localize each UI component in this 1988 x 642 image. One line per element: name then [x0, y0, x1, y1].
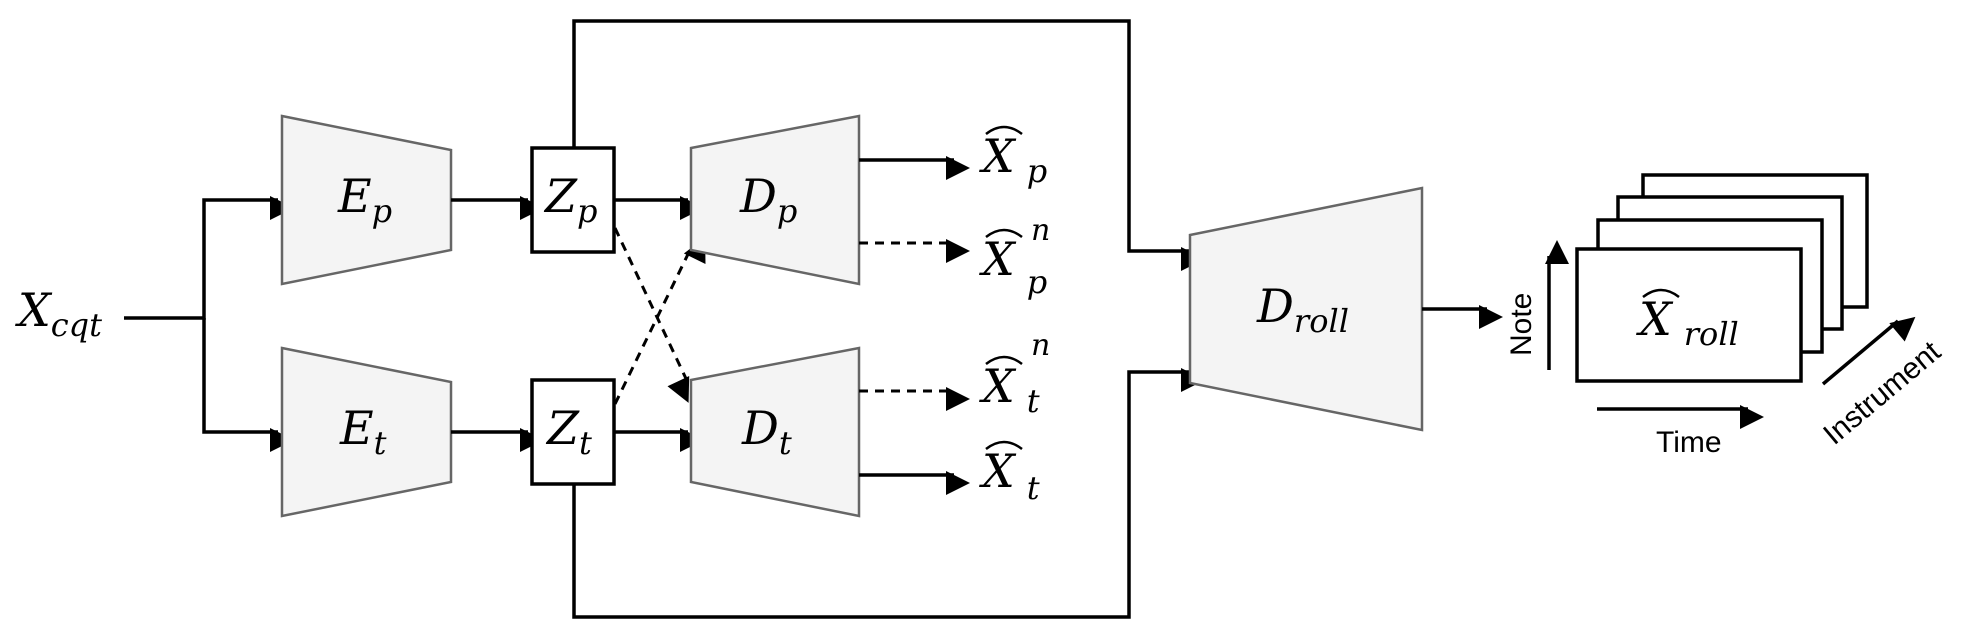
hat-icon: [985, 355, 1023, 366]
svg-text:n: n: [1031, 328, 1050, 363]
svg-text:Xt: Xt: [979, 359, 1040, 420]
svg-text:n: n: [1031, 213, 1050, 248]
decoder-roll-block: Droll: [1188, 186, 1424, 432]
hat-icon: [1642, 288, 1680, 299]
time-axis-label: Time: [1656, 426, 1722, 459]
note-axis-label: Note: [1505, 293, 1538, 356]
zp-to-dt-dashed-arrow: [613, 227, 691, 403]
input-to-ep-arrow: [124, 196, 294, 320]
svg-text:Xp: Xp: [979, 129, 1047, 190]
encoder-p-block: Ep: [280, 114, 453, 286]
hat-icon: [985, 125, 1023, 136]
latent-zt-label: Zt: [545, 401, 592, 462]
instrument-axis-label: Instrument: [1817, 335, 1947, 452]
roll-sheet-front: [1575, 247, 1803, 383]
decoder-roll-label: Droll: [1256, 279, 1349, 340]
svg-text:Xp: Xp: [979, 232, 1047, 301]
hat-icon: [985, 228, 1023, 239]
latent-zp-label: Zp: [543, 169, 597, 230]
latent-zp-box: Zp: [530, 146, 616, 254]
input-to-et-arrow: [202, 318, 294, 452]
decoder-t-label: Dt: [741, 401, 792, 462]
encoder-t-block: Et: [280, 346, 453, 518]
encoder-t-label: Et: [339, 401, 387, 462]
zt-to-droll-arrow: [572, 368, 1205, 619]
decoder-p-label: Dp: [739, 169, 797, 230]
roll-stack: [1575, 173, 1869, 383]
decoder-p-block: Dp: [689, 114, 861, 286]
latent-zt-box: Zt: [530, 378, 616, 486]
zt-to-dp-dashed-arrow: [613, 237, 706, 405]
hat-icon: [985, 440, 1023, 451]
decoder-t-block: Dt: [689, 346, 861, 518]
svg-text:Xt: Xt: [979, 444, 1040, 507]
encoder-p-label: Ep: [337, 169, 392, 230]
input-label: Xcqt: [15, 283, 102, 344]
zp-to-droll-arrow: [572, 19, 1205, 271]
instrument-axis-arrow: [1821, 316, 1916, 386]
